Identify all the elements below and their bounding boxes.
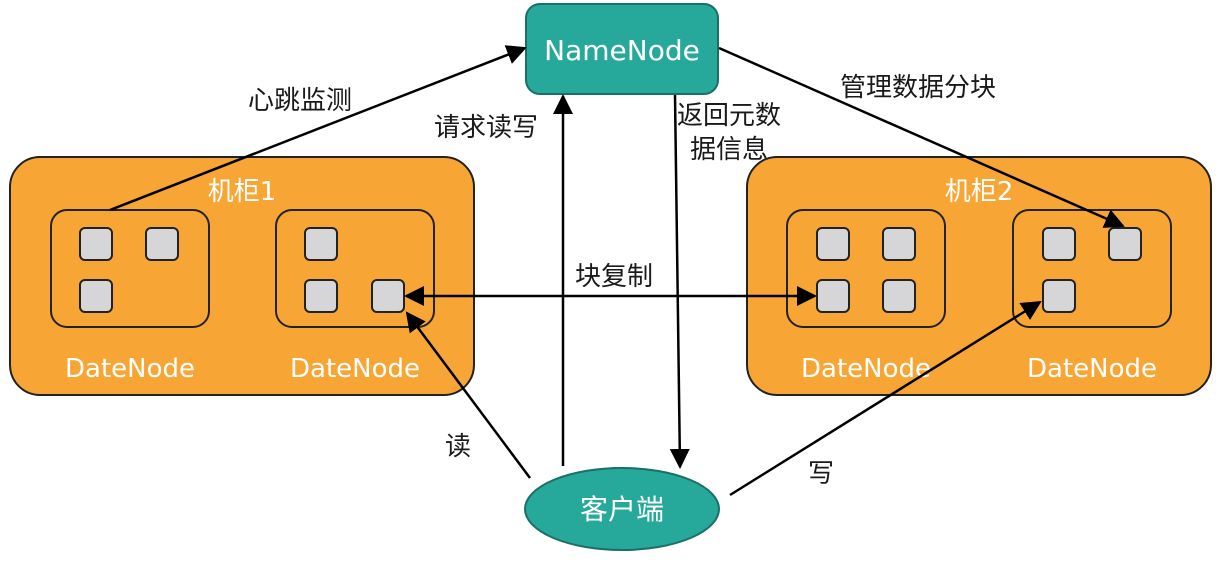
namenode-box: NameNode bbox=[525, 3, 719, 95]
request-rw-label: 请求读写 bbox=[434, 113, 538, 143]
datanode-label: DateNode bbox=[801, 354, 931, 384]
read-arrow bbox=[405, 311, 532, 479]
heartbeat-label: 心跳监测 bbox=[248, 86, 352, 116]
write-arrow bbox=[729, 300, 1042, 497]
return-meta-arrow bbox=[669, 94, 690, 469]
rack-1-label: 机柜1 bbox=[208, 177, 277, 207]
rack-1: 机柜1 DateNode DateNode bbox=[9, 156, 475, 396]
data-block bbox=[145, 227, 179, 261]
client-label: 客户端 bbox=[580, 493, 664, 526]
data-block bbox=[79, 227, 113, 261]
data-block bbox=[1108, 227, 1142, 261]
data-block bbox=[371, 279, 405, 313]
data-block bbox=[1042, 279, 1076, 313]
namenode-label: NameNode bbox=[544, 34, 700, 67]
return-meta-label-2: 据信息 bbox=[690, 135, 768, 165]
rack-2-label: 机柜2 bbox=[945, 177, 1014, 207]
datanode-2-1 bbox=[786, 209, 946, 328]
write-label: 写 bbox=[808, 459, 834, 489]
datanode-label: DateNode bbox=[290, 354, 420, 384]
datanode-1-2 bbox=[275, 209, 435, 328]
client-ellipse: 客户端 bbox=[524, 467, 720, 551]
datanode-2-2 bbox=[1012, 209, 1172, 328]
data-block bbox=[882, 227, 916, 261]
read-label: 读 bbox=[445, 432, 471, 462]
data-block bbox=[882, 279, 916, 313]
heartbeat-arrow bbox=[109, 45, 527, 212]
replication-label: 块复制 bbox=[575, 262, 653, 292]
rack-2: 机柜2 DateNode DateNode bbox=[746, 156, 1212, 396]
datanode-label: DateNode bbox=[1027, 354, 1157, 384]
data-block bbox=[816, 279, 850, 313]
datanode-1-1 bbox=[50, 209, 210, 328]
data-block bbox=[1042, 227, 1076, 261]
data-block bbox=[816, 227, 850, 261]
manage-blocks-arrow bbox=[718, 46, 1125, 228]
datanode-label: DateNode bbox=[65, 354, 195, 384]
return-meta-label-1: 返回元数 bbox=[677, 101, 781, 131]
data-block bbox=[304, 279, 338, 313]
data-block bbox=[79, 279, 113, 313]
data-block bbox=[304, 227, 338, 261]
manage-blocks-label: 管理数据分块 bbox=[840, 73, 996, 103]
